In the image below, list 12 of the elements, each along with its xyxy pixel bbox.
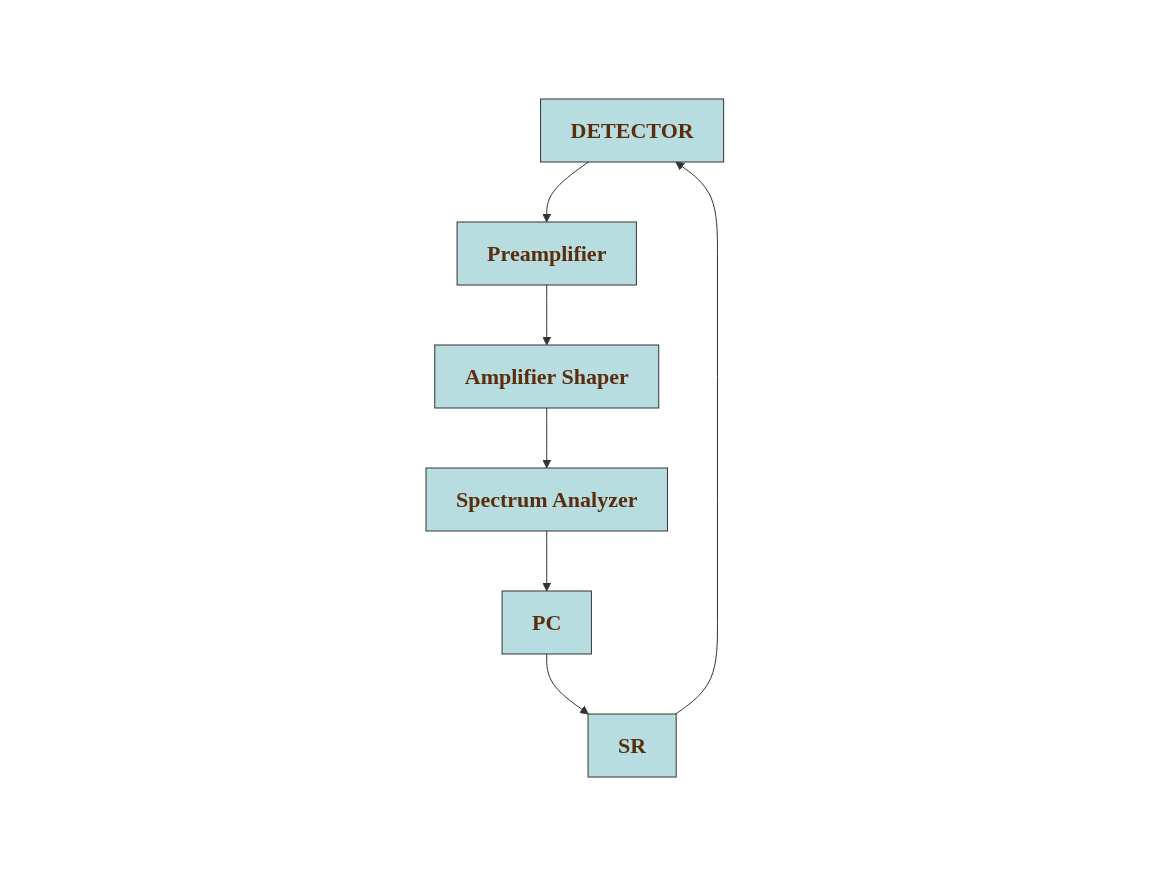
arrow [542,161,589,222]
node-box: Spectrum Analyzer [425,467,668,531]
arrow [542,407,551,468]
arrow [545,653,589,714]
node-box: Preamplifier [456,221,637,285]
node-box: SR [587,713,677,777]
node-box: PC [501,590,592,654]
arrow [542,530,551,591]
node-box: DETECTOR [539,98,724,162]
arrow [542,284,551,345]
node-box: Amplifier Shaper [433,344,659,408]
arrow [675,161,718,714]
